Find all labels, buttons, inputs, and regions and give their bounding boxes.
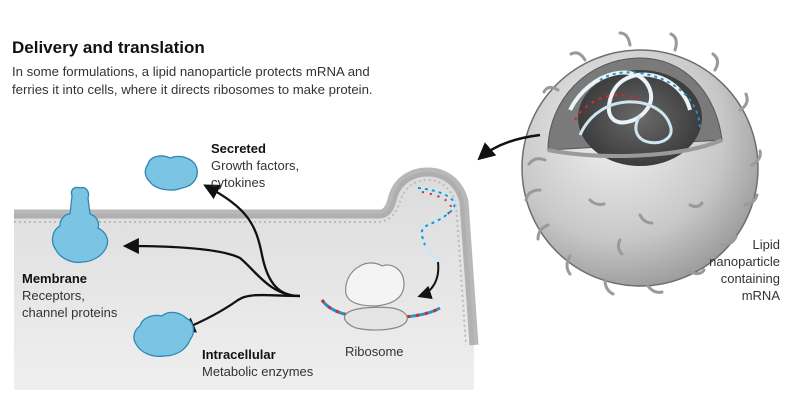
subtitle-line-1: In some formulations, a lipid nanopartic… <box>12 64 370 79</box>
label-membrane-line2: channel proteins <box>22 305 118 320</box>
page-subtitle: In some formulations, a lipid nanopartic… <box>12 63 442 99</box>
label-intracellular: Intracellular Metabolic enzymes <box>202 346 313 380</box>
mrna-strand-cell <box>417 186 457 264</box>
label-secreted-heading: Secreted <box>211 141 266 156</box>
label-nanoparticle-line1: Lipid <box>752 237 780 252</box>
label-secreted-line1: Growth factors, <box>211 158 300 173</box>
mrna-strand-particle-2 <box>578 100 673 145</box>
label-intracellular-heading: Intracellular <box>202 347 276 362</box>
label-secreted-line2: cytokines <box>211 175 266 190</box>
entry-arrow <box>477 133 541 161</box>
label-ribosome: Ribosome <box>345 344 404 359</box>
mrna-to-ribosome-arrow <box>417 261 440 300</box>
arrow-to-membrane <box>122 237 301 298</box>
cell-membrane-edge <box>14 167 479 346</box>
membrane-protein <box>51 186 109 264</box>
lipid-tails <box>524 31 762 296</box>
label-nanoparticle-line3: containing <box>720 271 780 286</box>
label-nanoparticle-line4: mRNA <box>741 288 780 303</box>
subtitle-line-2: ferries it into cells, where it directs … <box>12 82 373 97</box>
cell-membrane-inner <box>14 178 467 346</box>
label-membrane-heading: Membrane <box>22 271 88 286</box>
label-nanoparticle: Lipid nanoparticle containing mRNA <box>690 236 780 304</box>
label-intracellular-line1: Metabolic enzymes <box>202 364 314 379</box>
cell-membrane <box>14 172 474 390</box>
intracellular-protein <box>133 311 195 358</box>
sorting-arrows <box>122 184 301 333</box>
cut-rim <box>547 138 723 158</box>
ribosome <box>320 262 441 331</box>
mrna-strand-particle-3 <box>599 71 701 131</box>
label-membrane-line1: Receptors, <box>22 288 85 303</box>
label-nanoparticle-line2: nanoparticle <box>709 254 780 269</box>
arrow-to-secreted <box>203 184 301 298</box>
label-secreted: Secreted Growth factors, cytokines <box>211 140 299 191</box>
secreted-protein <box>144 155 198 191</box>
page-title: Delivery and translation <box>12 38 205 57</box>
mrna-strand-particle-4 <box>574 94 641 121</box>
arrow-to-intracellular <box>179 293 301 333</box>
label-membrane: Membrane Receptors, channel proteins <box>22 270 117 321</box>
lipid-nanoparticle <box>521 31 762 296</box>
